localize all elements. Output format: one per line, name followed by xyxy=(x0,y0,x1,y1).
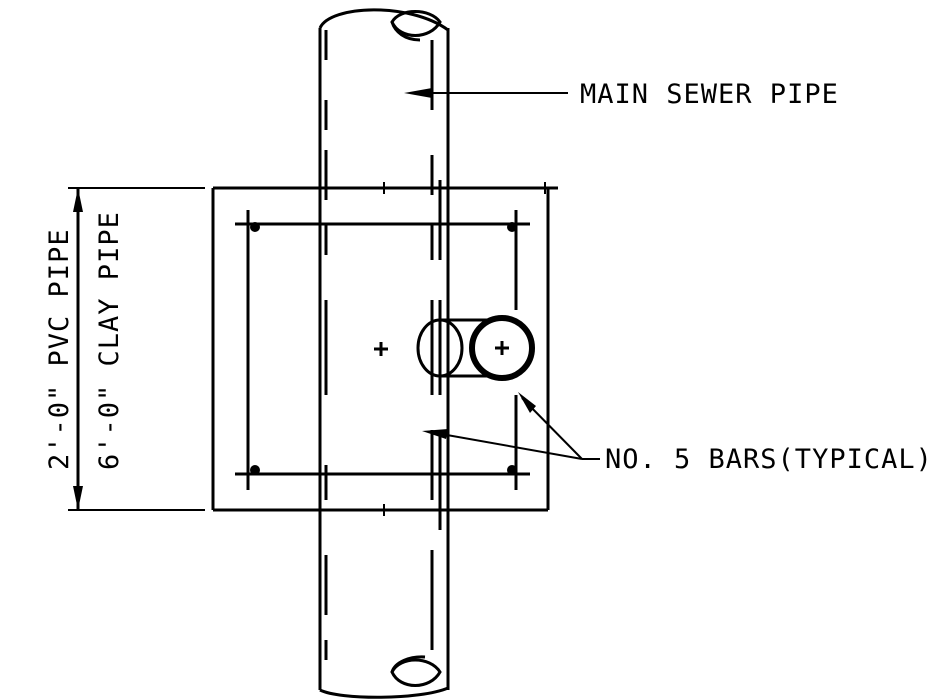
manhole-box xyxy=(211,186,558,512)
dim-pvc-label: 2'-0" PVC PIPE xyxy=(44,228,75,470)
pvc-pipe xyxy=(416,315,535,381)
rebar-dot xyxy=(507,465,517,475)
main-sewer-leader xyxy=(404,88,568,98)
rebar-frame xyxy=(235,210,530,490)
pipe-hidden-lines xyxy=(324,30,442,660)
main-sewer-pipe xyxy=(318,8,450,699)
dim-clay-label: 6'-0" CLAY PIPE xyxy=(94,211,125,470)
rebar-dot xyxy=(250,465,260,475)
rebar-dot xyxy=(507,222,517,232)
no5-bars-label: NO. 5 BARS(TYPICAL) xyxy=(605,444,933,475)
main-sewer-pipe-label: MAIN SEWER PIPE xyxy=(580,79,839,110)
dimension-line xyxy=(68,187,205,511)
center-marks xyxy=(374,182,546,516)
no5-bars-leader xyxy=(422,392,600,460)
rebar-dot xyxy=(250,222,260,232)
